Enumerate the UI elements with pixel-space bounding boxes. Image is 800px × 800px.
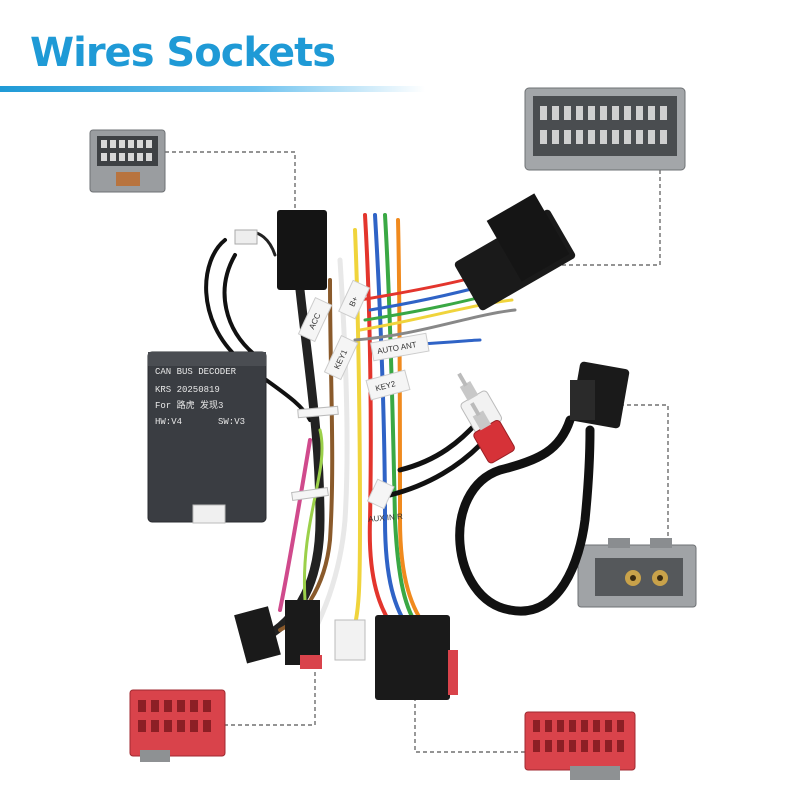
decoder-line3: For 路虎 发现3	[155, 399, 223, 411]
decoder-hw: HW:V4	[155, 417, 182, 427]
socket-top-right	[524, 87, 686, 171]
socket-bottom-right	[524, 711, 636, 780]
tag-b-plus: B+	[348, 295, 361, 308]
socket-mid-right	[577, 538, 697, 608]
tag-aux-in-r: AUX IN R	[368, 512, 404, 524]
callout-top-right	[560, 170, 661, 266]
callout-lines	[165, 151, 669, 753]
callout-bottom-right	[414, 690, 525, 753]
page-title: Wires Sockets	[30, 30, 336, 76]
callout-mid-right	[585, 404, 669, 545]
title-underline	[0, 86, 425, 92]
callout-bottom-left	[210, 665, 316, 726]
callout-top-left	[165, 151, 296, 215]
decoder-box: CAN BUS DECODER KRS 20250819 For 路虎 发现3 …	[147, 351, 267, 524]
harness-connectors	[234, 193, 630, 700]
cable-ties	[291, 405, 339, 502]
decoder-sw: SW:V3	[218, 417, 245, 427]
rca-plugs	[457, 372, 515, 464]
socket-bottom-left	[129, 689, 226, 762]
wire-tags: ACC B+ KEY1 AUTO ANT KEY2 AUX IN R	[297, 279, 430, 524]
decoder-line1: CAN BUS DECODER	[155, 367, 237, 377]
decoder-line2: KRS 20250819	[155, 385, 220, 395]
socket-top-left	[89, 129, 166, 193]
